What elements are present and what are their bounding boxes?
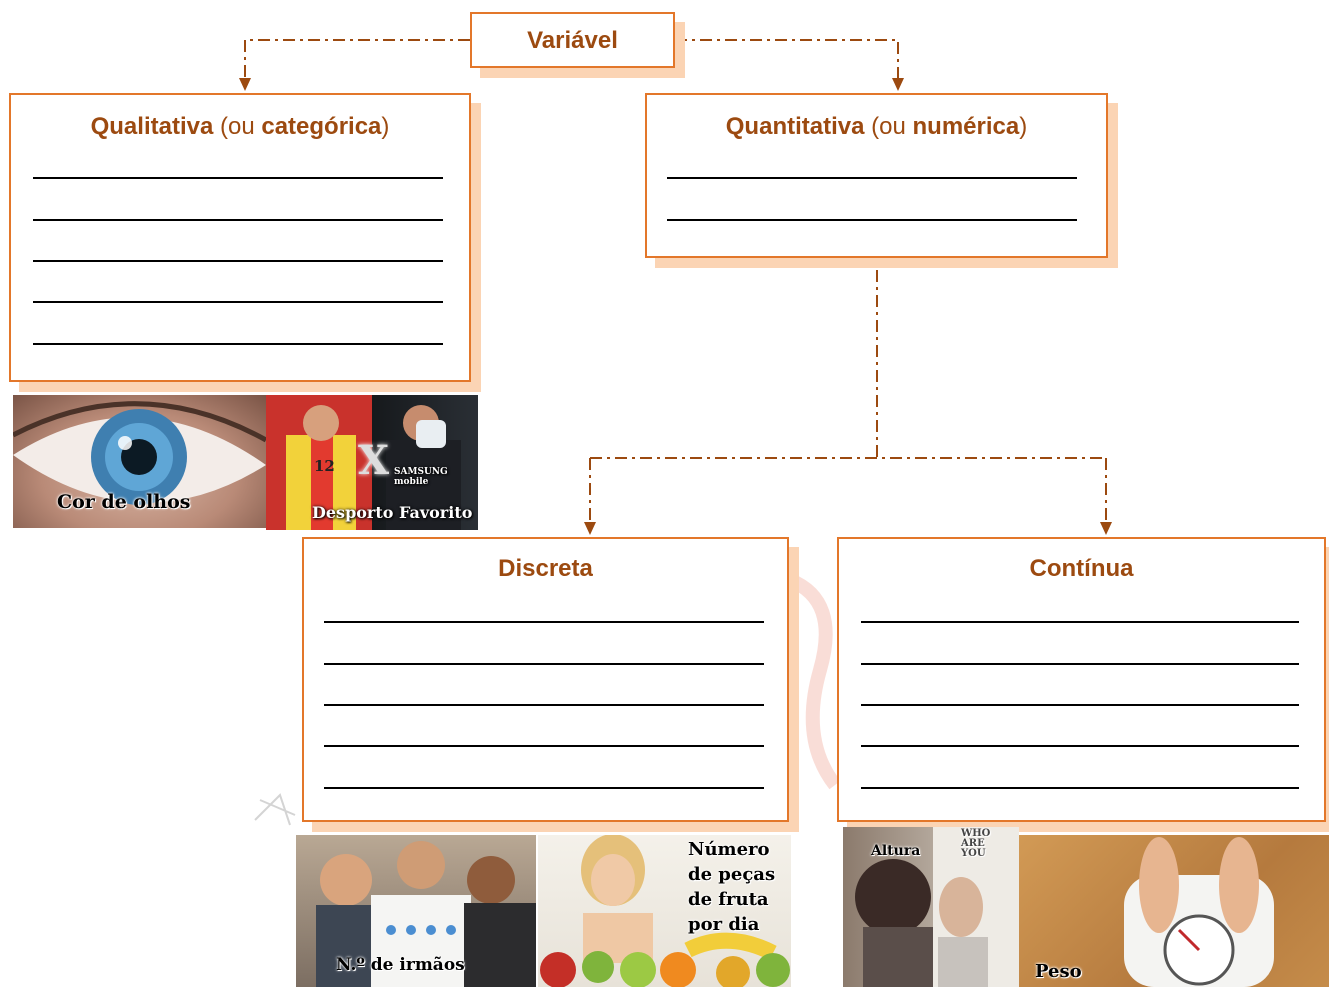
answer-line[interactable] — [33, 301, 443, 303]
answer-line[interactable] — [861, 787, 1299, 789]
siblings-photo: N.º de irmãos — [296, 835, 536, 987]
answer-line[interactable] — [324, 787, 764, 789]
arrowhead-discreta — [584, 522, 596, 535]
answer-line[interactable] — [33, 343, 443, 345]
arrowhead-quantitativa — [892, 78, 904, 91]
eye-photo: Cor de olhos — [13, 395, 266, 528]
answer-line[interactable] — [33, 219, 443, 221]
qualitativa-box: Qualitativa (ou categórica) — [9, 93, 471, 382]
sport-photo: 12 SAMSUNG mobile X Desporto Favorito — [266, 395, 478, 530]
scale-illustration — [1124, 837, 1274, 987]
continua-title: Contínua — [1029, 555, 1134, 582]
discreta-box: Discreta — [302, 537, 789, 822]
answer-line[interactable] — [33, 260, 443, 262]
fruit-photo: Número de peças de fruta por dia — [538, 835, 791, 987]
qualitativa-title: Qualitativa (ou categórica) — [90, 113, 390, 140]
answer-line[interactable] — [667, 177, 1077, 179]
versus-mark: X — [358, 437, 390, 484]
variavel-label: Variável — [527, 27, 618, 54]
height-poster-text: WHO ARE YOU — [961, 828, 991, 859]
answer-line[interactable] — [324, 745, 764, 747]
jersey-number: 12 — [314, 457, 335, 475]
goalkeepers-illustration — [286, 405, 461, 530]
answer-line[interactable] — [324, 704, 764, 706]
watermark-star — [250, 790, 310, 830]
quantitativa-box: Quantitativa (ou numérica) — [645, 93, 1108, 258]
quantitativa-title: Quantitativa (ou numérica) — [725, 113, 1028, 140]
siblings-caption: N.º de irmãos — [336, 955, 465, 975]
answer-line[interactable] — [324, 621, 764, 623]
height-caption: Altura — [871, 843, 921, 859]
answer-line[interactable] — [324, 663, 764, 665]
weight-photo: Peso — [1019, 835, 1329, 987]
eye-icon — [13, 401, 266, 505]
fruit-illustration — [540, 835, 790, 987]
arrowhead-continua — [1100, 522, 1112, 535]
discreta-title: Discreta — [498, 555, 593, 582]
connector-root-to-qualitativa — [244, 39, 470, 78]
sponsor-label: SAMSUNG mobile — [394, 467, 448, 487]
connector-root-to-quantitativa — [675, 39, 899, 78]
eye-caption: Cor de olhos — [57, 491, 191, 513]
answer-line[interactable] — [861, 745, 1299, 747]
answer-line[interactable] — [861, 704, 1299, 706]
answer-line[interactable] — [33, 177, 443, 179]
answer-line[interactable] — [861, 621, 1299, 623]
height-photo: Altura WHO ARE YOU — [843, 827, 1019, 987]
height-illustration — [855, 827, 1019, 987]
continua-box: Contínua — [837, 537, 1326, 822]
answer-line[interactable] — [667, 219, 1077, 221]
children-illustration — [316, 841, 536, 987]
arrowhead-qualitativa — [239, 78, 251, 91]
answer-line[interactable] — [861, 663, 1299, 665]
weight-caption: Peso — [1035, 961, 1082, 982]
variavel-box: Variável — [470, 12, 675, 68]
fruit-caption: Número de peças de fruta por dia — [688, 839, 776, 935]
sport-caption: Desporto Favorito — [312, 503, 473, 522]
watermark-decoration — [780, 560, 850, 790]
